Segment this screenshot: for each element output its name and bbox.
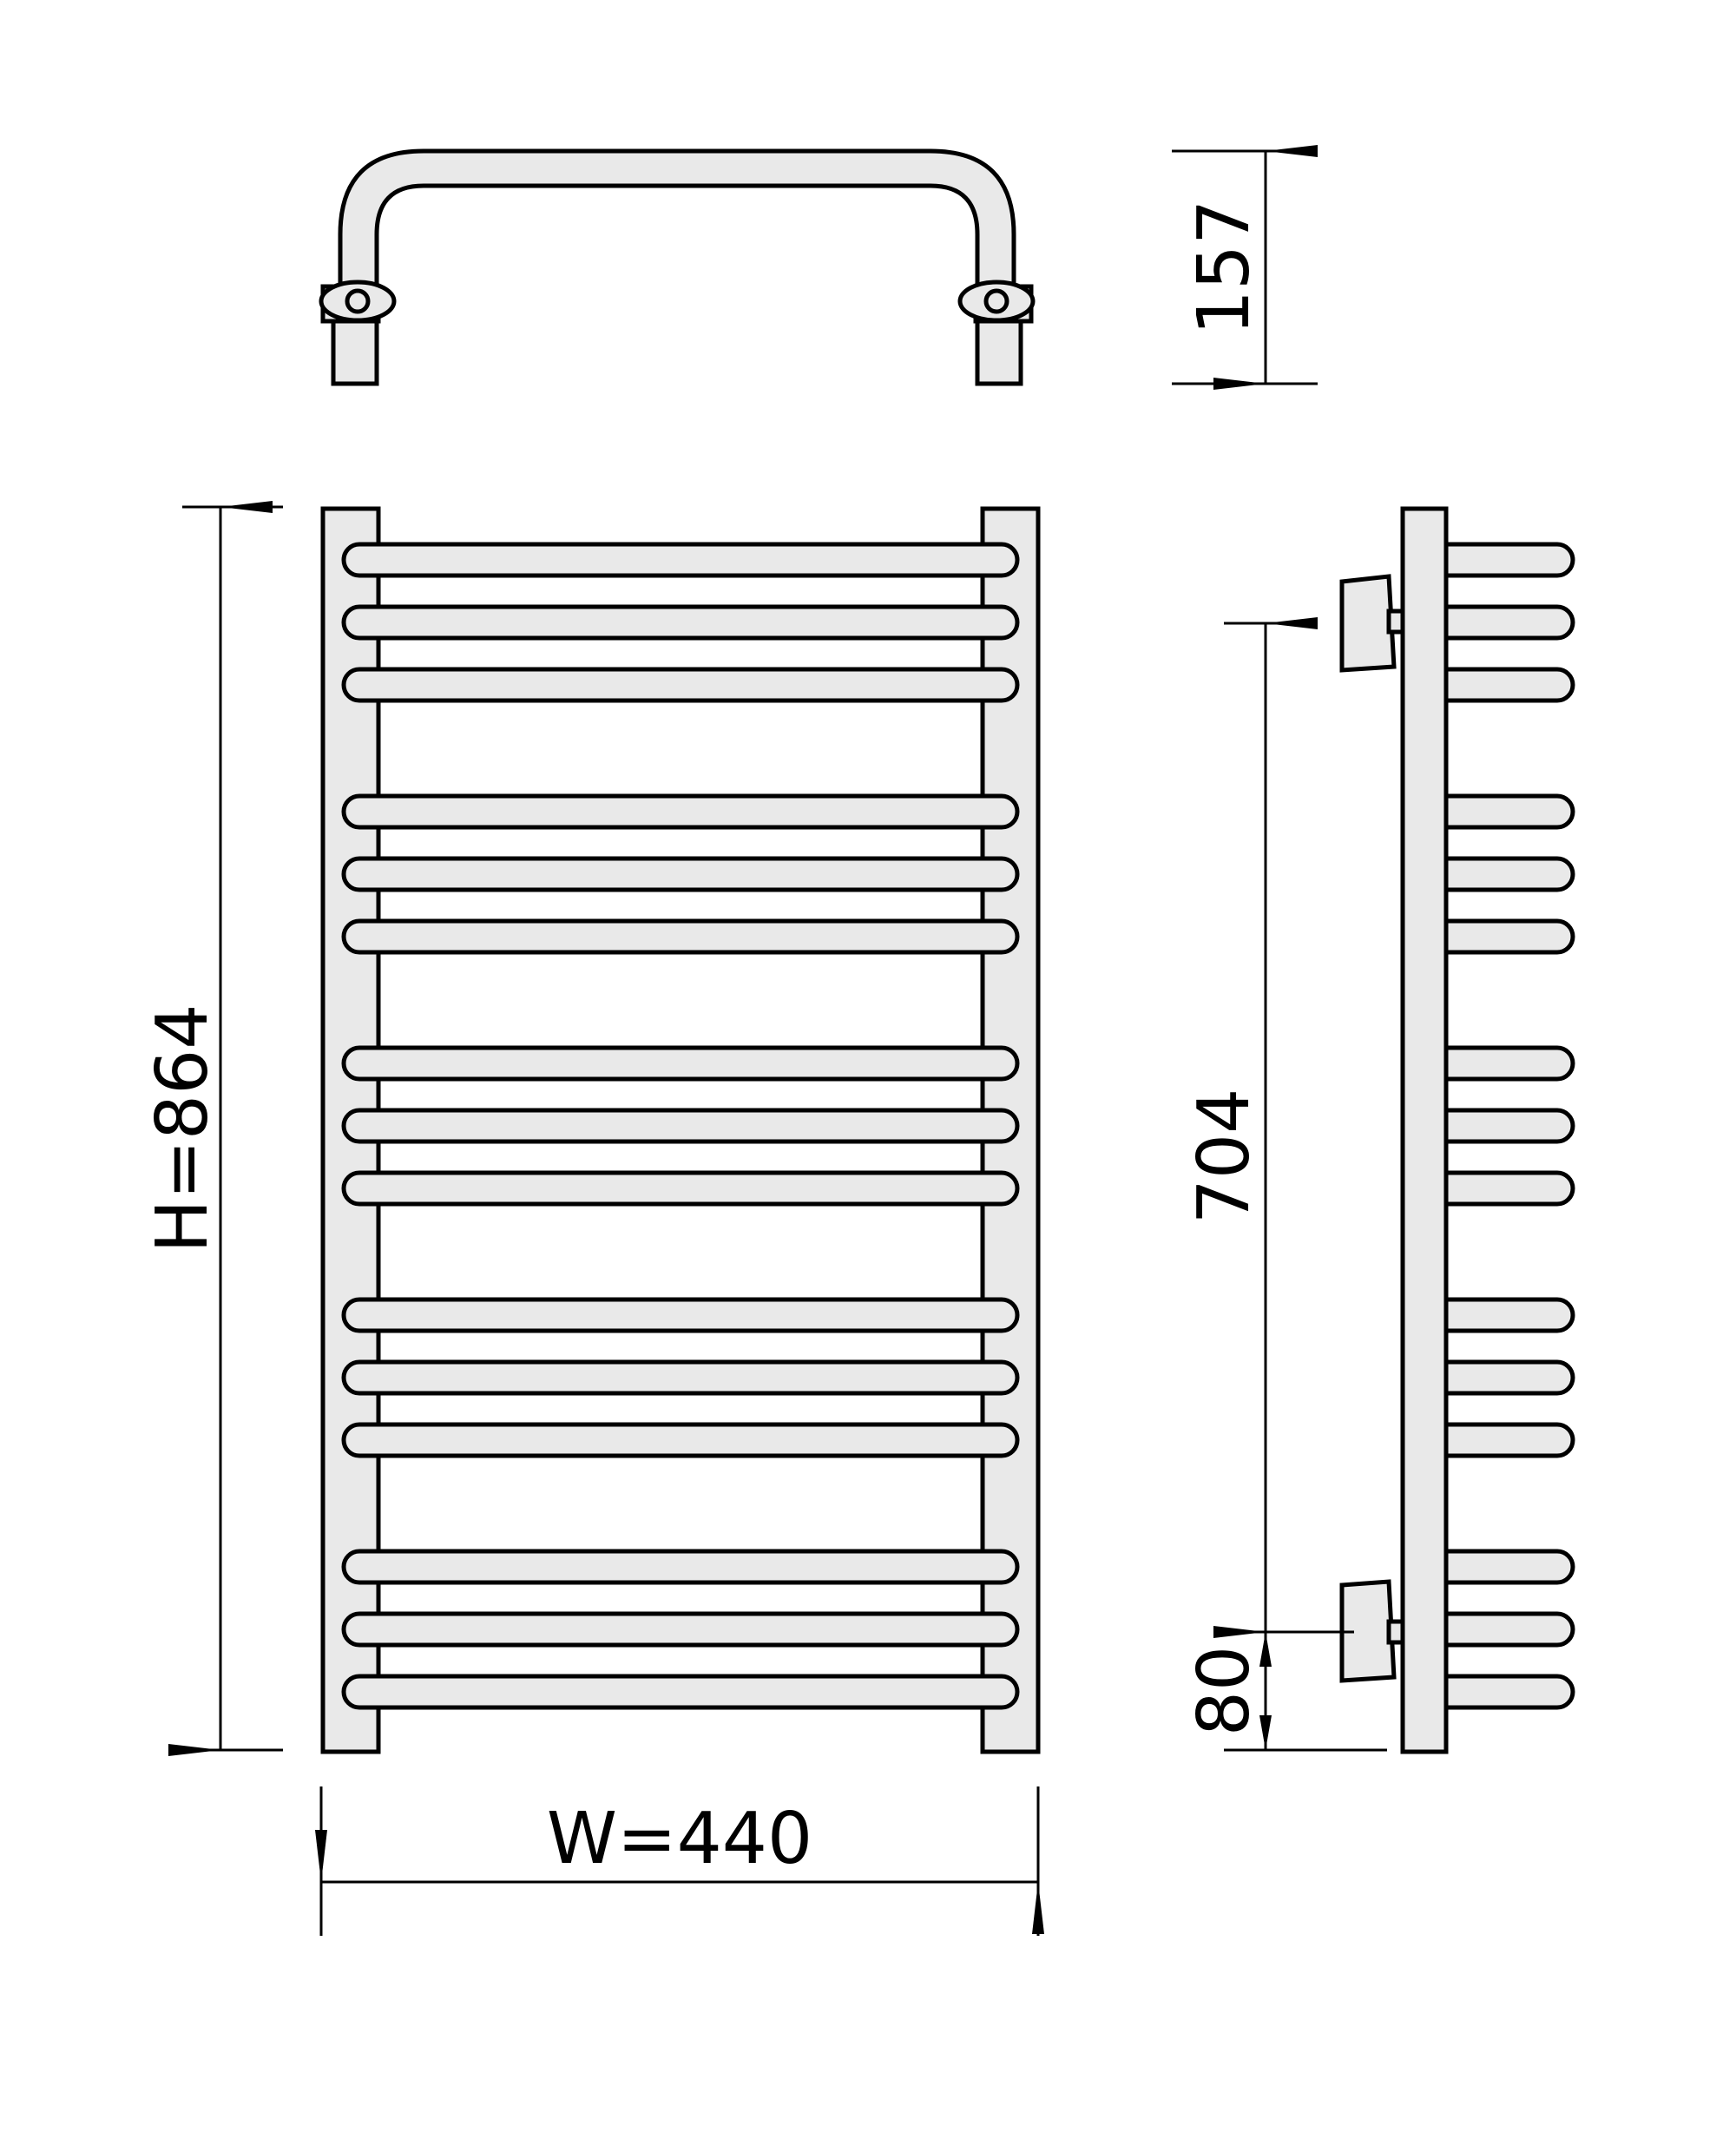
connection-dimension: 704 xyxy=(1183,617,1354,1638)
side-bar xyxy=(1443,1297,1575,1333)
front-bars xyxy=(341,542,1020,1710)
bottom-offset-dimension: 80 xyxy=(1183,1632,1387,1752)
bottom-offset-label: 80 xyxy=(1183,1646,1266,1736)
height-dimension: H=864 xyxy=(141,501,283,1756)
side-bars xyxy=(1443,542,1575,1710)
towel-bar xyxy=(341,667,1020,703)
side-bar xyxy=(1443,1359,1575,1396)
towel-bar xyxy=(341,1549,1020,1585)
towel-bar xyxy=(341,1297,1020,1333)
towel-bar xyxy=(341,1170,1020,1207)
width-label: W=440 xyxy=(547,1798,812,1880)
towel-bar xyxy=(341,1674,1020,1710)
side-bar xyxy=(1443,1170,1575,1207)
connection-label: 704 xyxy=(1183,1089,1266,1225)
depth-label: 157 xyxy=(1183,200,1266,336)
side-bar xyxy=(1443,1549,1575,1585)
towel-bar xyxy=(341,1611,1020,1648)
left-valve xyxy=(319,280,397,386)
towel-bar xyxy=(341,1045,1020,1082)
depth-dimension: 157 xyxy=(1172,145,1318,390)
side-bar xyxy=(1443,667,1575,703)
side-bar xyxy=(1443,1611,1575,1648)
towel-bar xyxy=(341,793,1020,830)
side-bar xyxy=(1443,793,1575,830)
top-view xyxy=(319,148,1036,386)
lower-connector xyxy=(1339,1579,1405,1683)
height-label: H=864 xyxy=(141,1004,224,1253)
side-bar xyxy=(1443,1422,1575,1458)
upper-connector xyxy=(1339,574,1405,673)
side-bar xyxy=(1443,918,1575,955)
side-view xyxy=(1339,506,1575,1754)
side-upright xyxy=(1400,506,1449,1754)
towel-bar xyxy=(341,856,1020,892)
towel-bar xyxy=(341,918,1020,955)
side-bar xyxy=(1443,1674,1575,1710)
side-bar xyxy=(1443,856,1575,892)
towel-bar xyxy=(341,1359,1020,1396)
front-view xyxy=(320,506,1041,1754)
towel-bar xyxy=(341,1108,1020,1144)
towel-bar xyxy=(341,1422,1020,1458)
towel-bar xyxy=(341,542,1020,578)
right-valve xyxy=(957,280,1036,386)
side-bar xyxy=(1443,604,1575,641)
side-bar xyxy=(1443,1108,1575,1144)
side-bar xyxy=(1443,542,1575,578)
towel-bar xyxy=(341,604,1020,641)
width-dimension: W=440 xyxy=(315,1786,1044,1936)
top-view-rail xyxy=(338,148,1016,289)
side-bar xyxy=(1443,1045,1575,1082)
